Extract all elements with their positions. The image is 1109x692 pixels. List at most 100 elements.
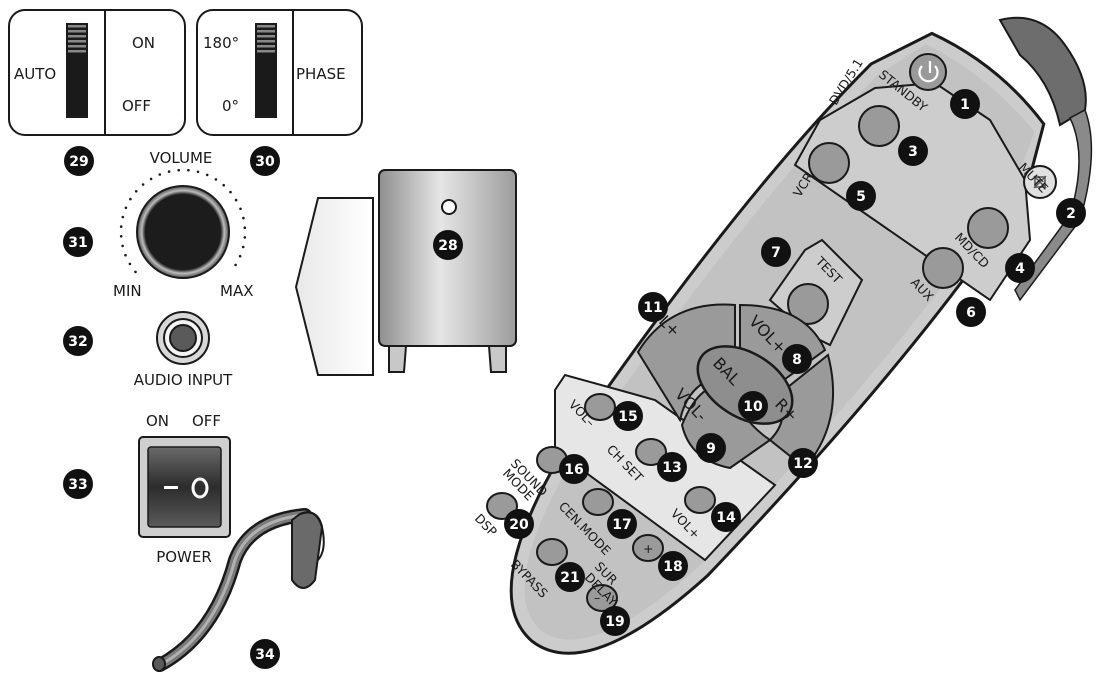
sur-delay-minus-button[interactable] [586,584,618,612]
callout-badge: 21 [555,562,585,592]
audio-input-jack[interactable] [156,311,210,365]
callout-number: 9 [706,441,716,457]
volume-scale-dot [119,235,123,238]
callout-number: 12 [793,456,812,472]
volume-title: VOLUME [150,149,213,167]
auto-label: AUTO [14,65,56,83]
volume-scale-dot [239,207,242,211]
volume-min-label: MIN [113,282,142,300]
power-switch-group: ON OFF POWER [138,412,231,566]
vcr-button[interactable] [808,142,850,184]
volume-scale-dot [177,168,180,172]
callout-badge: 14 [711,502,741,532]
power-rocker-switch[interactable] [147,446,222,528]
callout-badge: 30 [250,146,280,176]
power-off-label: OFF [192,412,221,430]
volume-scale-dot [141,183,145,186]
callout-number: 3 [908,144,918,160]
aux-button[interactable] [922,247,964,289]
ch-set-button[interactable] [635,438,667,466]
auto-switch-panel: AUTO ON OFF [8,9,186,136]
callout-number: 6 [966,305,976,321]
volume-scale-dot [121,215,125,219]
callout-number: 4 [1015,261,1025,277]
vol-plus-button[interactable] [684,486,716,514]
subwoofer-indicator-led [441,199,457,215]
volume-scale-dot [187,168,190,172]
callout-badge: 6 [956,297,986,327]
volume-control: VOLUME MIN MAX [113,149,253,300]
off-label: OFF [122,97,151,115]
subwoofer-unit [378,169,517,373]
callout-number: 18 [663,559,682,575]
volume-scale-dots [119,168,247,274]
callout-number: 19 [605,614,624,630]
callout-badge: 9 [696,433,726,463]
volume-scale-dot [242,216,245,220]
volume-scale-dot [238,254,242,258]
phase-switch-panel: 180° 0° PHASE [196,9,363,136]
callout-badge: 4 [1005,253,1035,283]
power-on-label: ON [146,412,169,430]
callout-number: 7 [771,245,781,261]
callout-number: 15 [618,409,637,425]
phase-180-label: 180° [203,34,239,52]
vol-minus-button[interactable] [584,393,616,421]
callout-badge: 13 [657,452,687,482]
callout-badge: 32 [63,326,93,356]
bal-button[interactable] [684,330,806,439]
volume-scale-dot [124,206,128,210]
callout-badge: 5 [846,181,876,211]
mdcd-button[interactable] [967,207,1009,249]
callout-number: 16 [564,462,583,478]
cen-mode-button[interactable] [582,488,614,516]
callout-number: 11 [643,300,662,316]
phase-0-label: 0° [222,97,239,115]
callout-badge: 33 [63,469,93,499]
callout-badge: 2 [1056,198,1086,228]
callout-badge: 12 [788,448,818,478]
bypass-button[interactable] [536,538,568,566]
callout-badge: 7 [761,237,791,267]
audio-input-label: AUDIO INPUT [134,371,233,389]
dvd-button[interactable] [858,105,900,147]
callout-number: 33 [68,477,87,493]
power-icon [918,61,939,83]
power-label: POWER [156,548,212,566]
mute-icon [1033,175,1047,189]
auto-slide-switch[interactable] [66,23,88,118]
callout-number: 17 [612,517,631,533]
volume-knob[interactable] [136,185,230,279]
callout-badge: 20 [504,509,534,539]
callout-number: 21 [560,570,579,586]
volume-scale-dot [121,244,124,248]
callout-number: 28 [438,238,457,254]
power-line-symbol [164,486,178,489]
callout-badge: 8 [782,344,812,374]
sur-plus-symbol: + [643,541,653,556]
callout-badge: 31 [63,227,93,257]
volume-scale-dot [167,170,171,173]
test-button[interactable] [787,283,829,325]
callout-number: 10 [743,399,763,415]
standby-button[interactable] [909,53,947,91]
callout-badge: 28 [433,230,463,260]
volume-scale-dot [134,270,137,274]
volume-scale-dot [149,177,153,181]
phase-slide-switch[interactable] [255,23,277,118]
callout-number: 31 [68,235,87,251]
callout-badge: 16 [559,454,589,484]
callout-badge: 15 [613,401,643,431]
volume-scale-dot [205,173,209,177]
power-cord [152,508,325,672]
callout-number: 34 [255,647,275,663]
sur-delay-plus-button[interactable] [632,534,664,562]
volume-scale-dot [214,178,218,181]
callout-number: 14 [716,510,736,526]
l-plus-button[interactable] [636,303,736,423]
d-pad [636,303,834,470]
callout-badge: 18 [658,551,688,581]
callout-number: 2 [1066,206,1076,222]
volume-scale-dot [119,225,123,228]
